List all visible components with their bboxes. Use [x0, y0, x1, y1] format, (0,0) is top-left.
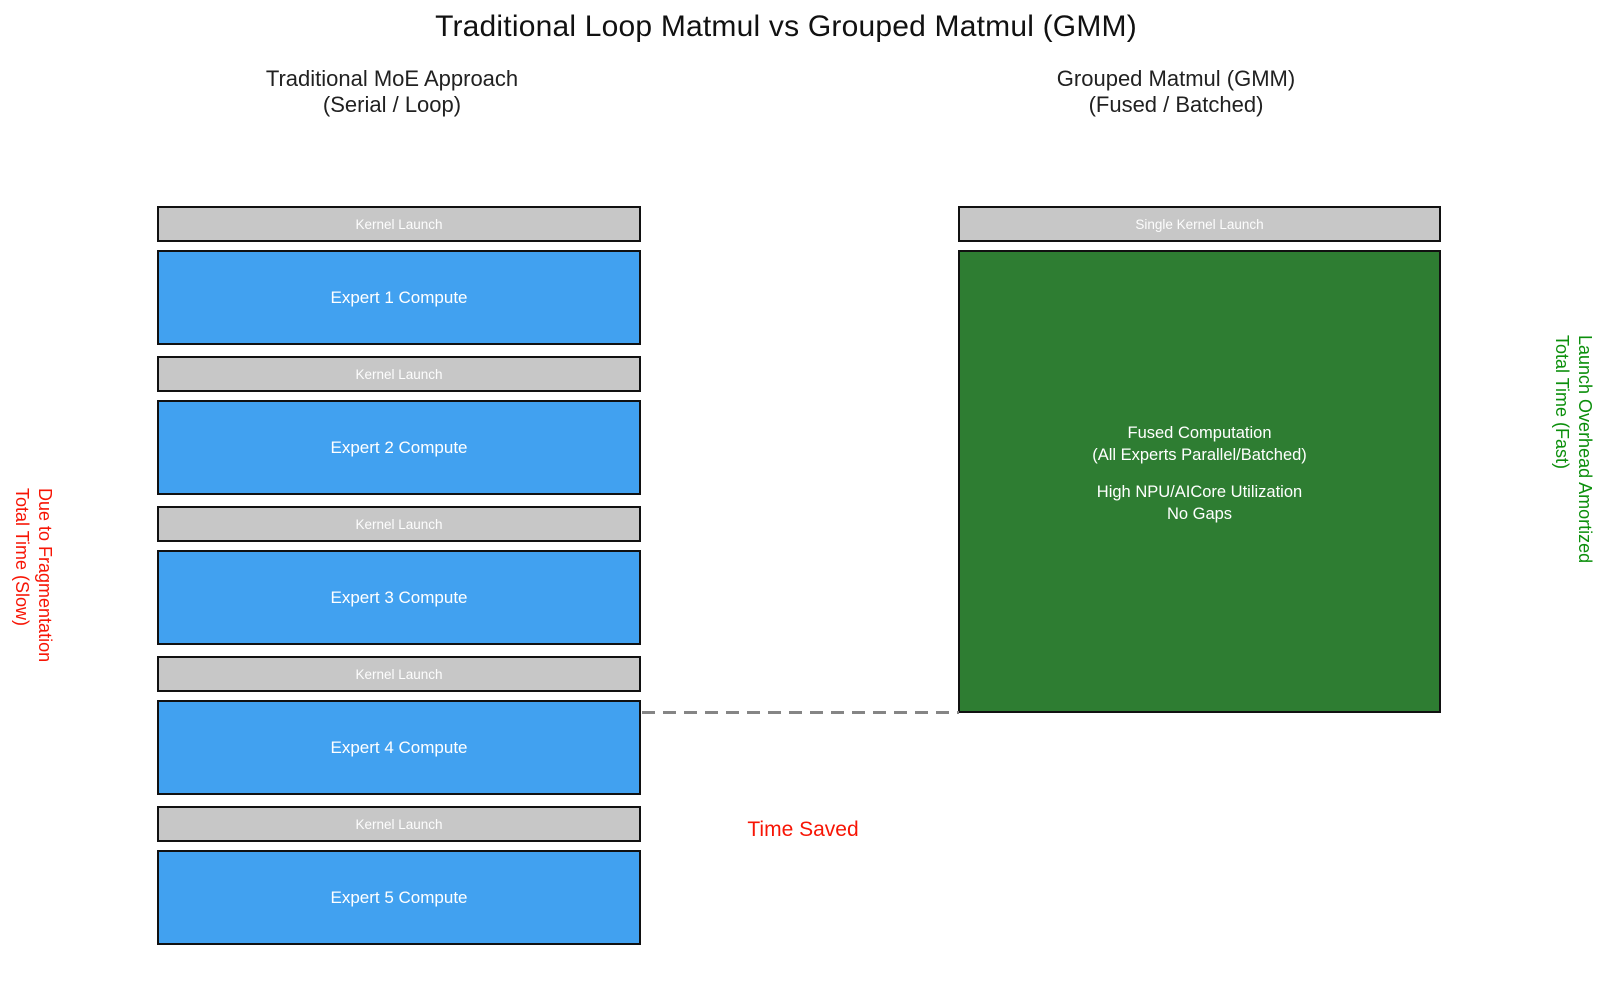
kernel-launch-bar-4: Kernel Launch [157, 656, 641, 692]
left-subtitle-line-1: Traditional MoE Approach [265, 66, 519, 91]
fused-box-line-2: (All Experts Parallel/Batched) [1092, 446, 1307, 464]
expert-5-compute-box: Expert 5 Compute [157, 850, 641, 945]
kernel-launch-bar-2: Kernel Launch [157, 356, 641, 392]
right-side-label-line-2: Launch Overhead Amortized [1575, 335, 1595, 564]
left-column-subtitle: Traditional MoE Approach (Serial / Loop) [142, 66, 642, 118]
time-saved-divider-line [642, 711, 959, 714]
right-side-label-line-1: Total Time (Fast) [1552, 335, 1572, 470]
right-column-subtitle: Grouped Matmul (GMM) (Fused / Batched) [926, 66, 1426, 118]
left-subtitle-line-2: (Serial / Loop) [322, 92, 462, 117]
left-side-label-total-time-slow: Total Time (Slow) Due to Fragmentation [10, 488, 56, 662]
time-saved-annotation: Time Saved [747, 818, 859, 841]
single-kernel-launch-bar: Single Kernel Launch [958, 206, 1441, 242]
kernel-launch-bar-5: Kernel Launch [157, 806, 641, 842]
fused-box-line-4: No Gaps [1166, 505, 1233, 523]
expert-2-compute-box: Expert 2 Compute [157, 400, 641, 495]
diagram-title: Traditional Loop Matmul vs Grouped Matmu… [435, 10, 1137, 43]
right-subtitle-line-1: Grouped Matmul (GMM) [1056, 66, 1296, 91]
expert-4-compute-box: Expert 4 Compute [157, 700, 641, 795]
expert-1-compute-box: Expert 1 Compute [157, 250, 641, 345]
fused-computation-box: Fused Computation (All Experts Parallel/… [958, 250, 1441, 713]
fused-box-line-3: High NPU/AICore Utilization [1096, 483, 1303, 501]
expert-3-compute-box: Expert 3 Compute [157, 550, 641, 645]
kernel-launch-bar-3: Kernel Launch [157, 506, 641, 542]
left-side-label-line-2: Due to Fragmentation [35, 488, 55, 663]
left-side-label-line-1: Total Time (Slow) [12, 488, 32, 627]
fused-box-line-1: Fused Computation [1127, 424, 1272, 442]
right-subtitle-line-2: (Fused / Batched) [1088, 92, 1264, 117]
right-side-label-total-time-fast: Total Time (Fast) Launch Overhead Amorti… [1550, 335, 1596, 563]
kernel-launch-bar-1: Kernel Launch [157, 206, 641, 242]
